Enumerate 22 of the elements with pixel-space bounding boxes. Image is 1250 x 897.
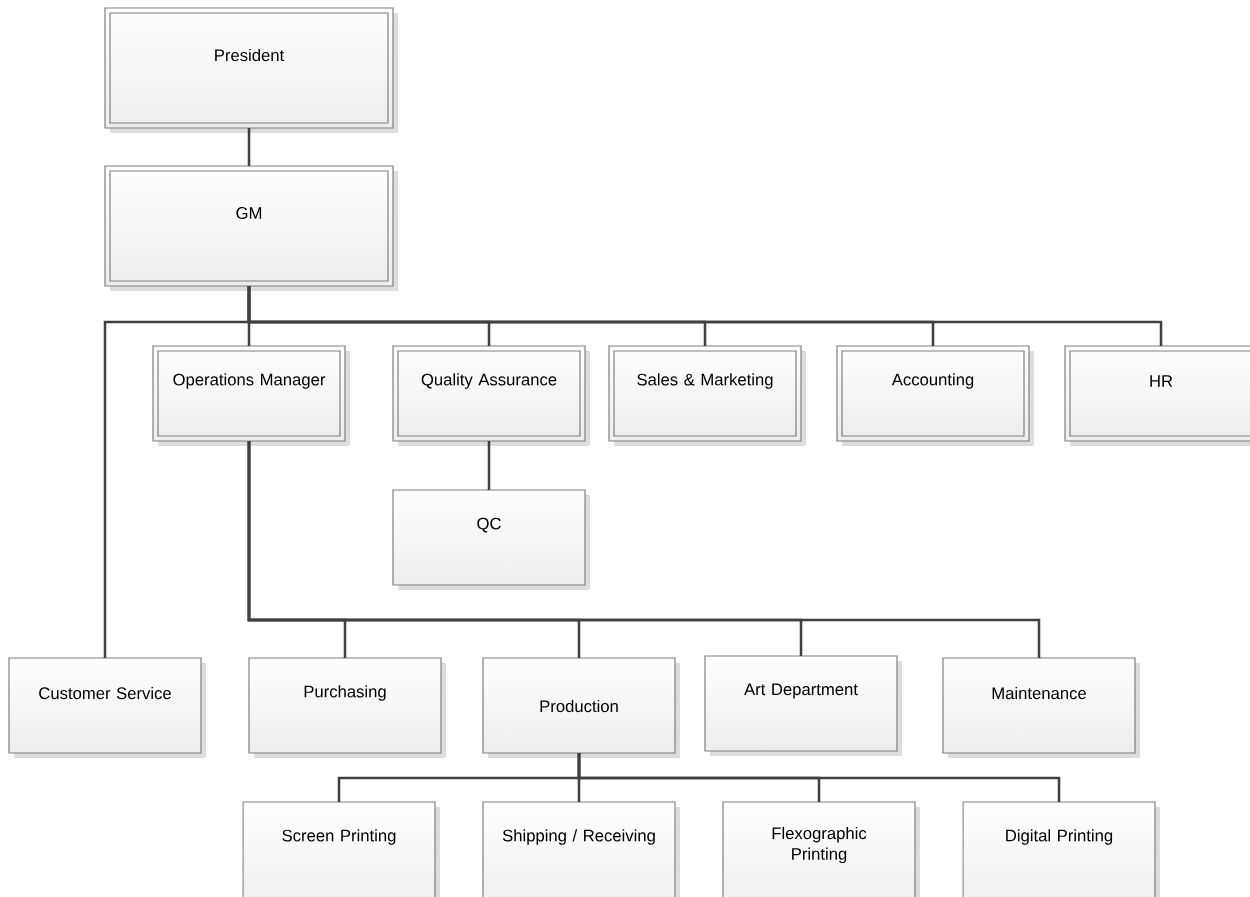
- connector-line: [247, 286, 1163, 346]
- position-box: Accounting: [836, 345, 1034, 446]
- position-box: Shipping / Receiving: [482, 801, 680, 897]
- position-box: Maintenance: [942, 657, 1140, 758]
- position-box: Purchasing: [248, 657, 446, 758]
- connector-line: [247, 441, 1041, 658]
- position-box: GM: [104, 165, 398, 291]
- position-box: Flexographic Printing: [722, 801, 920, 897]
- position-box: Art Department: [704, 655, 902, 756]
- position-box: Production: [482, 657, 680, 758]
- position-box: Operations Manager: [152, 345, 350, 446]
- position-box: Customer Service: [8, 657, 206, 758]
- connector-line: [577, 753, 1061, 802]
- position-box: Screen Printing: [242, 801, 440, 897]
- position-box: Quality Assurance: [392, 345, 590, 446]
- position-box: President: [104, 7, 398, 133]
- connector-line: [487, 441, 491, 490]
- position-box: Digital Printing: [962, 801, 1160, 897]
- position-box: HR: [1064, 345, 1250, 446]
- position-box: Sales & Marketing: [608, 345, 806, 446]
- position-box: QC: [392, 489, 590, 590]
- connector-line: [247, 128, 251, 166]
